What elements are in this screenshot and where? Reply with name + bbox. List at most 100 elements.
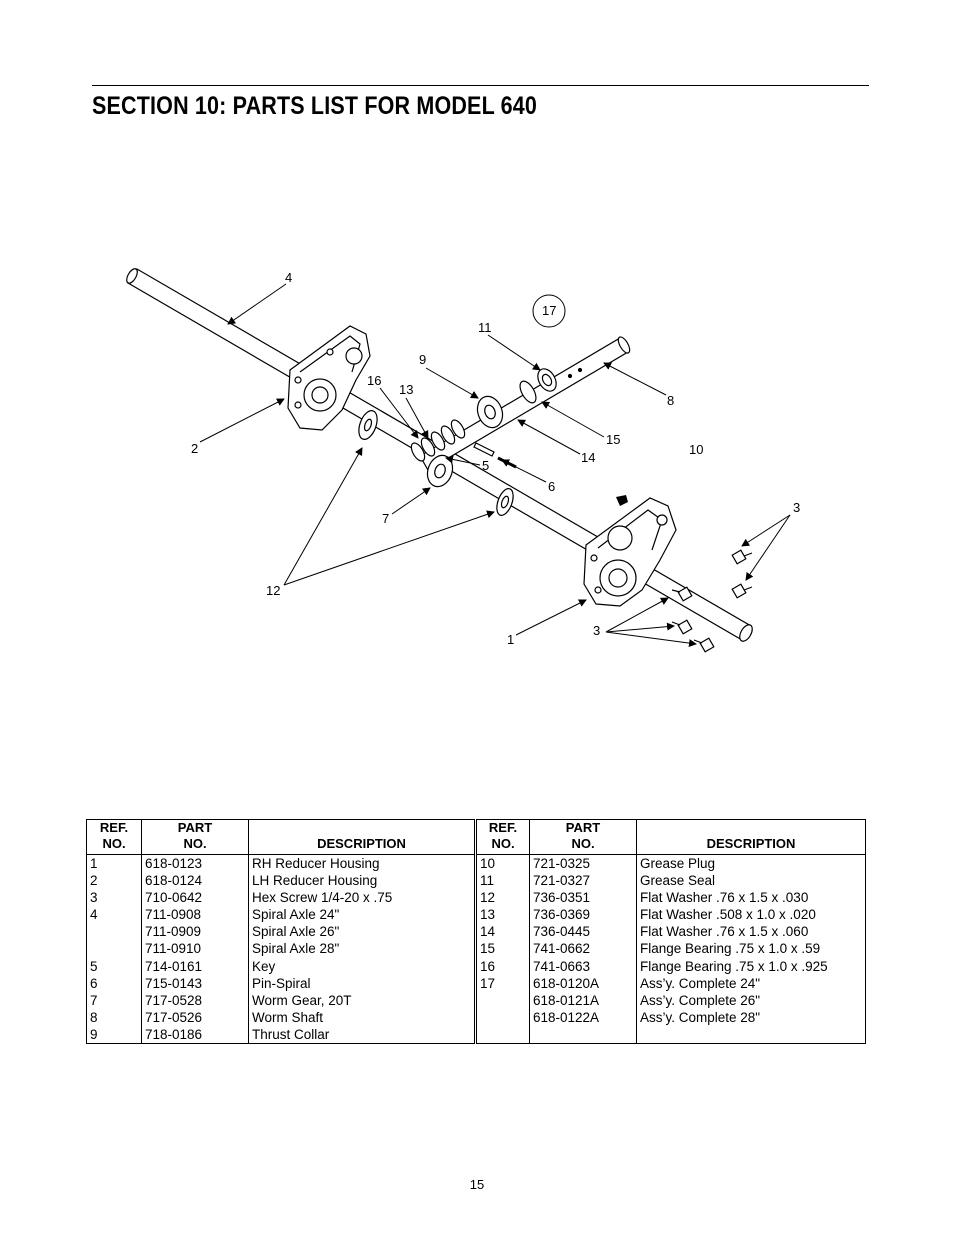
part-no-cell: 711-0908: [141, 906, 249, 924]
ref-no-cell: 15: [476, 940, 530, 958]
description-cell: Flange Bearing .75 x 1.0 x .59: [636, 940, 866, 958]
description-header: DESCRIPTION: [248, 819, 475, 855]
part-no-cell: 721-0325: [529, 854, 637, 873]
part-no-cell: 736-0445: [529, 923, 637, 941]
callout-11: 11: [478, 320, 492, 335]
description-cell: Grease Seal: [636, 872, 866, 890]
callout-7: 7: [382, 511, 389, 526]
ref-no-cell: 3: [86, 889, 142, 907]
ref-no-header: REF.NO.: [476, 819, 530, 855]
lh-reducer-housing: [287, 325, 371, 431]
part-no-cell: 717-0528: [141, 991, 249, 1009]
callout-14: 14: [581, 450, 595, 465]
page-number: 15: [469, 1177, 485, 1192]
part-no-cell: 741-0663: [529, 957, 637, 975]
rh-reducer-housing: [583, 497, 677, 607]
callout-12: 12: [266, 583, 280, 598]
part-no-cell: 710-0642: [141, 889, 249, 907]
description-cell: Worm Shaft: [248, 1008, 475, 1026]
ref-no-cell: 7: [86, 991, 142, 1009]
ref-no-cell: 17: [476, 974, 530, 992]
worm-shaft: [419, 336, 631, 471]
part-no-cell: 618-0120A: [529, 974, 637, 992]
description-cell: Hex Screw 1/4-20 x .75: [248, 889, 475, 907]
part-no-cell: 711-0909: [141, 923, 249, 941]
ref-no-cell: 16: [476, 957, 530, 975]
part-no-cell: 618-0123: [141, 854, 249, 873]
description-cell: Flat Washer .76 x 1.5 x .060: [636, 923, 866, 941]
part-no-cell: 714-0161: [141, 957, 249, 975]
callout-4: 4: [285, 270, 292, 285]
bearings-and-washers: [358, 368, 557, 516]
exploded-parts-diagram: 4 17 11 9 16 13 8 2 15 14 10 5 6 3 7 12 …: [126, 268, 800, 653]
ref-no-cell: [86, 923, 142, 941]
callout-6: 6: [548, 479, 555, 494]
description-cell: Spiral Axle 24": [248, 906, 475, 924]
ref-no-cell: 1: [86, 854, 142, 873]
callout-17: 17: [542, 303, 556, 318]
ref-no-cell: 9: [86, 1025, 142, 1044]
ref-no-cell: 2: [86, 872, 142, 890]
part-no-cell: 618-0122A: [529, 1008, 637, 1026]
ref-no-cell: 14: [476, 923, 530, 941]
ref-no-cell: 5: [86, 957, 142, 975]
ref-no-cell: 4: [86, 906, 142, 924]
ref-no-cell: 8: [86, 1008, 142, 1026]
part-no-cell: 736-0369: [529, 906, 637, 924]
ref-no-cell: [476, 1008, 530, 1026]
description-cell: Key: [248, 957, 475, 975]
description-cell: Spiral Axle 26": [248, 923, 475, 941]
ref-no-cell: 12: [476, 889, 530, 907]
ref-no-header: REF.NO.: [86, 819, 142, 855]
description-cell: Ass’y. Complete 28": [636, 1008, 866, 1026]
callout-13: 13: [399, 382, 413, 397]
hex-screws: [671, 549, 753, 653]
callout-9: 9: [419, 352, 426, 367]
description-cell: [636, 1025, 866, 1044]
description-cell: Flat Washer .76 x 1.5 x .030: [636, 889, 866, 907]
callout-2: 2: [191, 441, 198, 456]
description-cell: Worm Gear, 20T: [248, 991, 475, 1009]
part-no-cell: 736-0351: [529, 889, 637, 907]
part-no-cell: 717-0526: [141, 1008, 249, 1026]
description-cell: Flange Bearing .75 x 1.0 x .925: [636, 957, 866, 975]
callout-3-bottom: 3: [593, 623, 600, 638]
worm-gear-coils: [410, 419, 466, 462]
callout-5: 5: [482, 458, 489, 473]
description-cell: Thrust Collar: [248, 1025, 475, 1044]
part-no-cell: 741-0662: [529, 940, 637, 958]
table-row: [476, 1025, 866, 1044]
part-no-cell: 721-0327: [529, 872, 637, 890]
header-rule: [92, 85, 869, 86]
description-header: DESCRIPTION: [636, 819, 866, 855]
part-no-cell: 618-0121A: [529, 991, 637, 1009]
section-title: SECTION 10: PARTS LIST FOR MODEL 640: [92, 92, 538, 120]
leader-lines: [199, 283, 791, 648]
callout-labels: 4 17 11 9 16 13 8 2 15 14 10 5 6 3 7 12 …: [191, 270, 800, 647]
callout-10: 10: [689, 442, 703, 457]
ref-no-cell: [476, 991, 530, 1009]
callout-15: 15: [606, 432, 620, 447]
ref-no-cell: 13: [476, 906, 530, 924]
